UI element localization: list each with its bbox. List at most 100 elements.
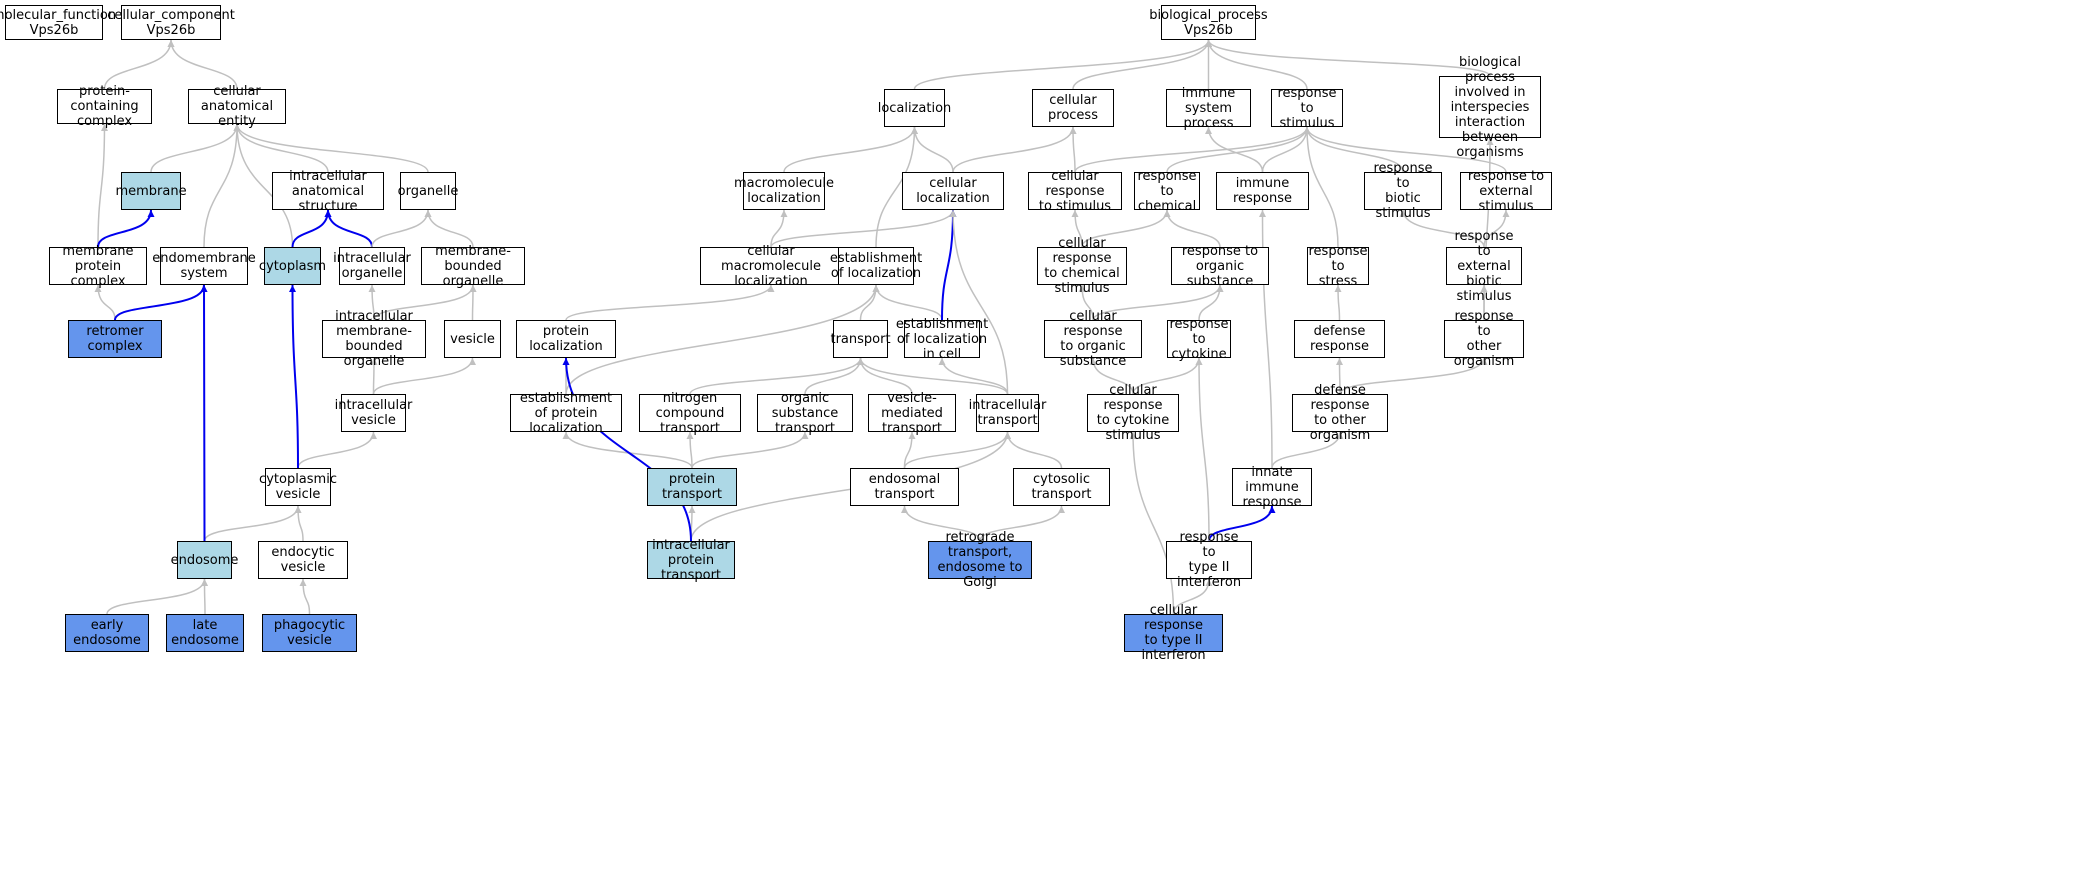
node-cv[interactable]: cytoplasmic vesicle [259,468,337,506]
node-cae[interactable]: cellular anatomical entity [188,84,286,129]
node-ias[interactable]: intracellular anatomical structure [272,169,384,214]
edge-rt2-to-innate [1208,505,1276,542]
node-innate[interactable]: innate immune response [1232,465,1312,510]
edge-rtc-to-rts [1166,126,1311,173]
node-bpinter[interactable]: biological process involved in interspec… [1439,55,1541,160]
node-bp[interactable]: biological_process Vps26b [1149,5,1268,40]
node-cc[interactable]: cellular_component Vps26b [107,5,235,40]
node-prottrans[interactable]: protein transport [647,468,737,506]
node-defresp[interactable]: defense response [1294,320,1385,358]
edge-cytoplasm-to-cae [233,123,294,248]
node-iv[interactable]: intracellular vesicle [335,394,412,432]
node-immsys[interactable]: immune system process [1166,86,1251,131]
edge-cellloc-to-localization [911,126,954,173]
node-rtcyt[interactable]: response to cytokine [1167,317,1231,362]
node-localization[interactable]: localization [878,89,951,127]
edge-cr2-to-crtcs [1129,431,1175,615]
node-rts[interactable]: response to stimulus [1271,86,1343,131]
node-crcs[interactable]: cellular response to chemical stimulus [1037,236,1127,296]
node-ict[interactable]: intracellular transport [969,394,1046,432]
edge-defresp-to-rtstress [1334,284,1342,321]
node-cytoplasm[interactable]: cytoplasm [259,247,326,285]
edge-cr2-to-rt2 [1172,578,1213,615]
edge-retro-to-cytotrans [979,505,1065,542]
node-macroloc[interactable]: macromolecule localization [734,172,834,210]
edge-late-to-endosome [201,578,209,615]
node-crtos[interactable]: cellular response to organic substance [1044,309,1142,369]
node-cytotrans[interactable]: cytosolic transport [1013,468,1110,506]
edge-mbo-to-organelle [424,209,474,248]
node-imbo[interactable]: intracellular membrane-bounded organelle [322,309,426,369]
node-nct[interactable]: nitrogen compound transport [639,391,741,436]
node-early[interactable]: early endosome [65,614,149,652]
node-endocytic[interactable]: endocytic vesicle [258,541,348,579]
node-immresp[interactable]: immune response [1216,172,1309,210]
node-rtoo[interactable]: response to other organism [1444,309,1524,369]
edge-endosys-to-cae [203,123,241,248]
edge-endosome-to-cv [203,505,302,542]
edge-ias-to-cae [233,123,329,173]
node-vmt[interactable]: vesicle-mediated transport [868,391,956,436]
edge-retromer-to-mpc [94,284,116,321]
node-phago[interactable]: phagocytic vesicle [262,614,357,652]
edge-rtstress-to-rts [1303,126,1339,248]
node-rtstress[interactable]: response to stress [1307,243,1369,289]
node-mf[interactable]: molecular_function Vps26b [0,5,116,40]
node-pcc[interactable]: protein-containing complex [57,84,152,129]
node-cml[interactable]: cellular macromolecule localization [700,244,842,289]
node-rt2[interactable]: response to type II interferon [1166,530,1252,590]
edge-cae-to-cc [167,39,238,90]
node-protloc[interactable]: protein localization [516,320,616,358]
node-retro[interactable]: retrograde transport, endosome to Golgi [928,530,1032,590]
node-cellloc[interactable]: cellular localization [902,172,1004,210]
edge-cytoplasm-to-ias [291,209,332,248]
node-ost[interactable]: organic substance transport [757,391,853,436]
node-rbs[interactable]: response to biotic stimulus [1364,161,1442,221]
edge-eolc-to-eol [872,284,943,321]
node-membrane[interactable]: membrane [115,172,187,210]
node-rebs[interactable]: response to external biotic stimulus [1446,229,1522,304]
edge-crtcs-to-crtos [1089,357,1134,395]
edge-rebs-to-res [1483,209,1510,248]
edge-organelle-to-cae [233,123,429,173]
edge-imbo-to-mbo [373,284,477,321]
edge-crs-to-rts [1074,126,1311,173]
edge-res-to-rts [1303,126,1507,173]
node-transport[interactable]: transport [830,320,891,358]
edge-retromer-to-endosys [114,284,208,321]
edge-protloc-to-cml [565,284,775,321]
edge-crtos-to-crcs [1078,284,1094,321]
edge-endocytic-to-cv [294,505,304,542]
node-mpc[interactable]: membrane protein complex [49,244,147,289]
node-eolc[interactable]: establishment of localization in cell [895,316,989,362]
node-endotrans[interactable]: endosomal transport [850,468,959,506]
edge-rebs-to-rbs [1399,209,1485,248]
node-ipt[interactable]: intracellular protein transport [647,538,735,583]
node-cr2[interactable]: cellular response to type II interferon [1124,603,1223,663]
node-mbo[interactable]: membrane-bounded organelle [421,244,525,289]
node-crs[interactable]: cellular response to stimulus [1028,169,1122,214]
node-endosys[interactable]: endomembrane system [152,247,256,285]
edge-phago-to-endocytic [299,578,311,615]
node-cellproc[interactable]: cellular process [1032,89,1114,127]
node-organelle[interactable]: organelle [398,172,458,210]
node-endosome[interactable]: endosome [171,541,238,579]
node-crtcs[interactable]: cellular response to cytokine stimulus [1087,383,1179,443]
edge-iv-to-vesicle [372,357,476,395]
node-eol[interactable]: establishment of localization [830,247,922,285]
edge-cellloc-to-cellproc [952,126,1077,173]
node-eopl[interactable]: establishment of protein localization [510,391,622,436]
node-droo[interactable]: defense response to other organism [1292,383,1388,443]
edge-rt2-to-rtcyt [1195,357,1210,542]
node-rtc[interactable]: response to chemical [1134,169,1200,214]
node-retromer[interactable]: retromer complex [68,320,162,358]
node-res[interactable]: response to external stimulus [1460,169,1552,214]
edge-early-to-endosome [106,578,208,615]
node-rtos[interactable]: response to organic substance [1171,244,1269,289]
edge-prottrans-to-nct [686,431,694,469]
edge-prottrans-to-eopl [562,431,693,469]
node-io[interactable]: intracellular organelle [333,247,411,285]
node-late[interactable]: late endosome [166,614,244,652]
edge-rbs-to-rts [1303,126,1404,173]
node-vesicle[interactable]: vesicle [444,320,501,358]
